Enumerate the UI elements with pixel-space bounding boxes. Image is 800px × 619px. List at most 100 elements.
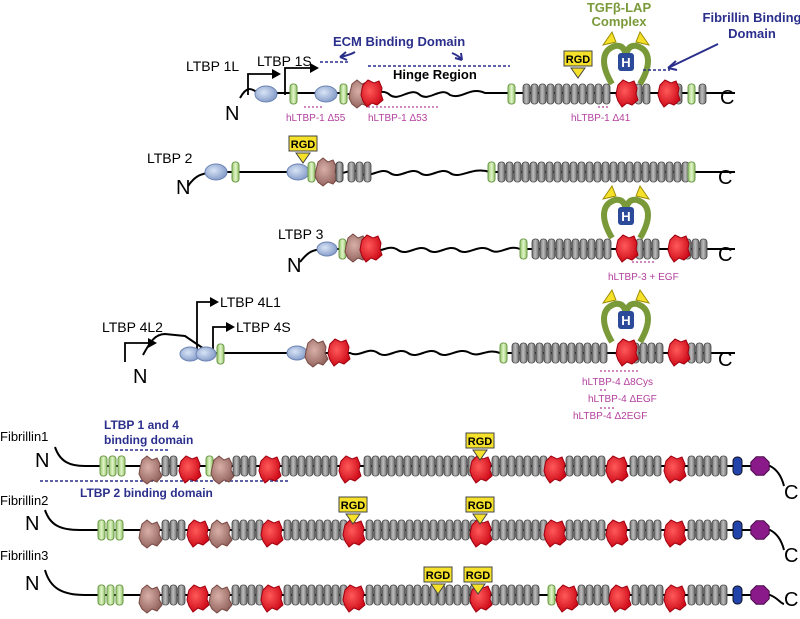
- ltbp1s-start-arrow: [284, 67, 310, 95]
- ltbp2-egf-19: [649, 161, 658, 183]
- fibrillin3-rgd-arrow-1: [430, 583, 446, 595]
- ltbp2-egf-14: [609, 161, 618, 183]
- ltbp2a-egf-2: [363, 161, 372, 183]
- ltbp3-egf-9: [603, 238, 612, 260]
- fib3-r6-egf-1: [639, 584, 648, 606]
- ltbp3-egf-4: [563, 238, 572, 260]
- fib2-r7-egf-2: [703, 519, 712, 541]
- ltbp4-egf-6: [559, 342, 568, 364]
- ecm-arrow-left: [339, 51, 356, 61]
- fib1-r3-egf-5: [403, 455, 412, 477]
- fib1-r6-egf-0: [629, 455, 638, 477]
- ltbp4s-label: LTBP 4S: [236, 319, 291, 335]
- fib1-tb-5: [543, 455, 567, 484]
- fib3-r7-egf-2: [703, 584, 712, 606]
- ltbp4-lightgreen-domain-2: [499, 342, 508, 364]
- ltbp2-egf-4: [529, 161, 538, 183]
- fib1-egf-a2: [169, 455, 178, 477]
- fib2-hybrid-1: [138, 519, 163, 549]
- fib1-r6-egf-1: [637, 455, 646, 477]
- fib3-r3-egf-4: [397, 584, 406, 606]
- ltbp4l1-start-arrow: [196, 301, 210, 350]
- ltbp3-egf-repeats: [531, 238, 708, 260]
- ltbp1-egf-9: [594, 83, 603, 105]
- ltbp1-tb-domain-3: [657, 79, 681, 108]
- fibrillin2-rgd-label-2: RGD: [468, 500, 493, 512]
- fib1-r3-egf-1: [371, 455, 380, 477]
- ltbp2-egf-13: [601, 161, 610, 183]
- ltbp2-egf-2: [513, 161, 522, 183]
- fib1-r5-egf-3: [589, 455, 598, 477]
- fib3-tb-2: [260, 584, 284, 613]
- fib3-r3-egf-5: [405, 584, 414, 606]
- ltbp2-egf-8: [561, 161, 570, 183]
- ltbp3-n-terminus: N: [287, 255, 301, 277]
- fib3-tb-1: [186, 584, 210, 613]
- fib2-r2-egf-4: [315, 519, 324, 541]
- ltbp1-lightgreen-domain-2: [339, 83, 348, 105]
- fib2-r5-egf-3: [589, 519, 598, 541]
- fib1-r4-egf-0: [491, 455, 500, 477]
- fib2-r3-egf-12: [461, 519, 470, 541]
- fib1-tb-6: [605, 455, 629, 484]
- fib1-purple-domain: [750, 456, 770, 476]
- fib1-r1-egf-1: [240, 455, 249, 477]
- ltbp4-egf-2: [527, 342, 536, 364]
- fib3-r2-egf-4: [315, 584, 324, 606]
- ltbp3-row: LTBP 3 N C H hLTBP-3 + EGF: [278, 184, 735, 283]
- ltbp1-backbone: [239, 88, 735, 99]
- ltbp2-egf-11: [585, 161, 594, 183]
- fib3-r2-egf-3: [307, 584, 316, 606]
- fibrillin1-domains: [99, 455, 770, 485]
- ltbp1-egf-0: [522, 83, 531, 105]
- ltbp3-egf-1: [539, 238, 548, 260]
- fib1-green-1: [99, 455, 108, 477]
- ltbp4l2-start-arrow: [124, 342, 148, 362]
- fibrillin1-backbone: [54, 446, 785, 487]
- fib3-r4-egf-5: [531, 584, 540, 606]
- fib1-r4-egf-5: [531, 455, 540, 477]
- ltbp1-c-terminus: C: [720, 87, 734, 109]
- ltbp3-backbone: [299, 246, 735, 263]
- ecm-arrow-right: [451, 52, 463, 61]
- fib3-tb-4: [469, 584, 493, 613]
- fib2-r5-egf-4: [597, 519, 606, 541]
- fib2-r5-egf-0: [565, 519, 574, 541]
- ltbp2-egf-1: [505, 161, 514, 183]
- fib3-r1-egf-0: [231, 584, 240, 606]
- ltbp4-egf-11: [599, 342, 608, 364]
- ltbp3-egf-5: [571, 238, 580, 260]
- fib1-r2-egf-6: [329, 455, 338, 477]
- fib2-r3-egf-9: [437, 519, 446, 541]
- fibrillin2-n-terminus: N: [25, 513, 39, 535]
- ltbp3-tb-domain-3: [667, 234, 691, 263]
- fib3-r3-egf-3: [389, 584, 398, 606]
- fib3-r7-egf-0: [687, 584, 696, 606]
- fibrillin-binding-arrow: [667, 43, 719, 71]
- ltbp1-egf-10: [602, 83, 611, 105]
- ltbp1-tb-domain-2: [615, 79, 639, 108]
- ltbp3-egf-15: [699, 238, 708, 260]
- fibrillin1-rgd-label: RGD: [468, 436, 493, 448]
- fib2-r6-egf-3: [653, 519, 662, 541]
- fib3-r6-egf-0: [631, 584, 640, 606]
- fib2-r1-egf-2: [247, 519, 256, 541]
- ltbp2-blue-domain-1: [204, 163, 228, 181]
- fib1-r3-egf-9: [435, 455, 444, 477]
- ltbp2-c-terminus: C: [718, 167, 732, 189]
- ltbp2-binding-label: LTBP 2 binding domain: [80, 486, 213, 500]
- fibrillin1-label: Fibrillin1: [0, 429, 48, 444]
- fib3-r2-egf-1: [291, 584, 300, 606]
- ltbp2-hybrid-domain: [314, 157, 339, 187]
- fib3-r5-egf-2: [593, 584, 602, 606]
- fib3-green-1: [97, 584, 106, 606]
- ltbp1-rgd-box: [563, 50, 593, 67]
- fib3-blue-domain: [732, 585, 743, 605]
- fib1-r3-egf-4: [395, 455, 404, 477]
- fib2-tb-4: [469, 519, 493, 548]
- fib2-green-3: [115, 519, 124, 541]
- ltbp2-egf-6: [545, 161, 554, 183]
- fib2-blue-domain: [732, 520, 743, 540]
- hltbp4-degf-label: hLTBP-4 ΔEGF: [588, 394, 657, 405]
